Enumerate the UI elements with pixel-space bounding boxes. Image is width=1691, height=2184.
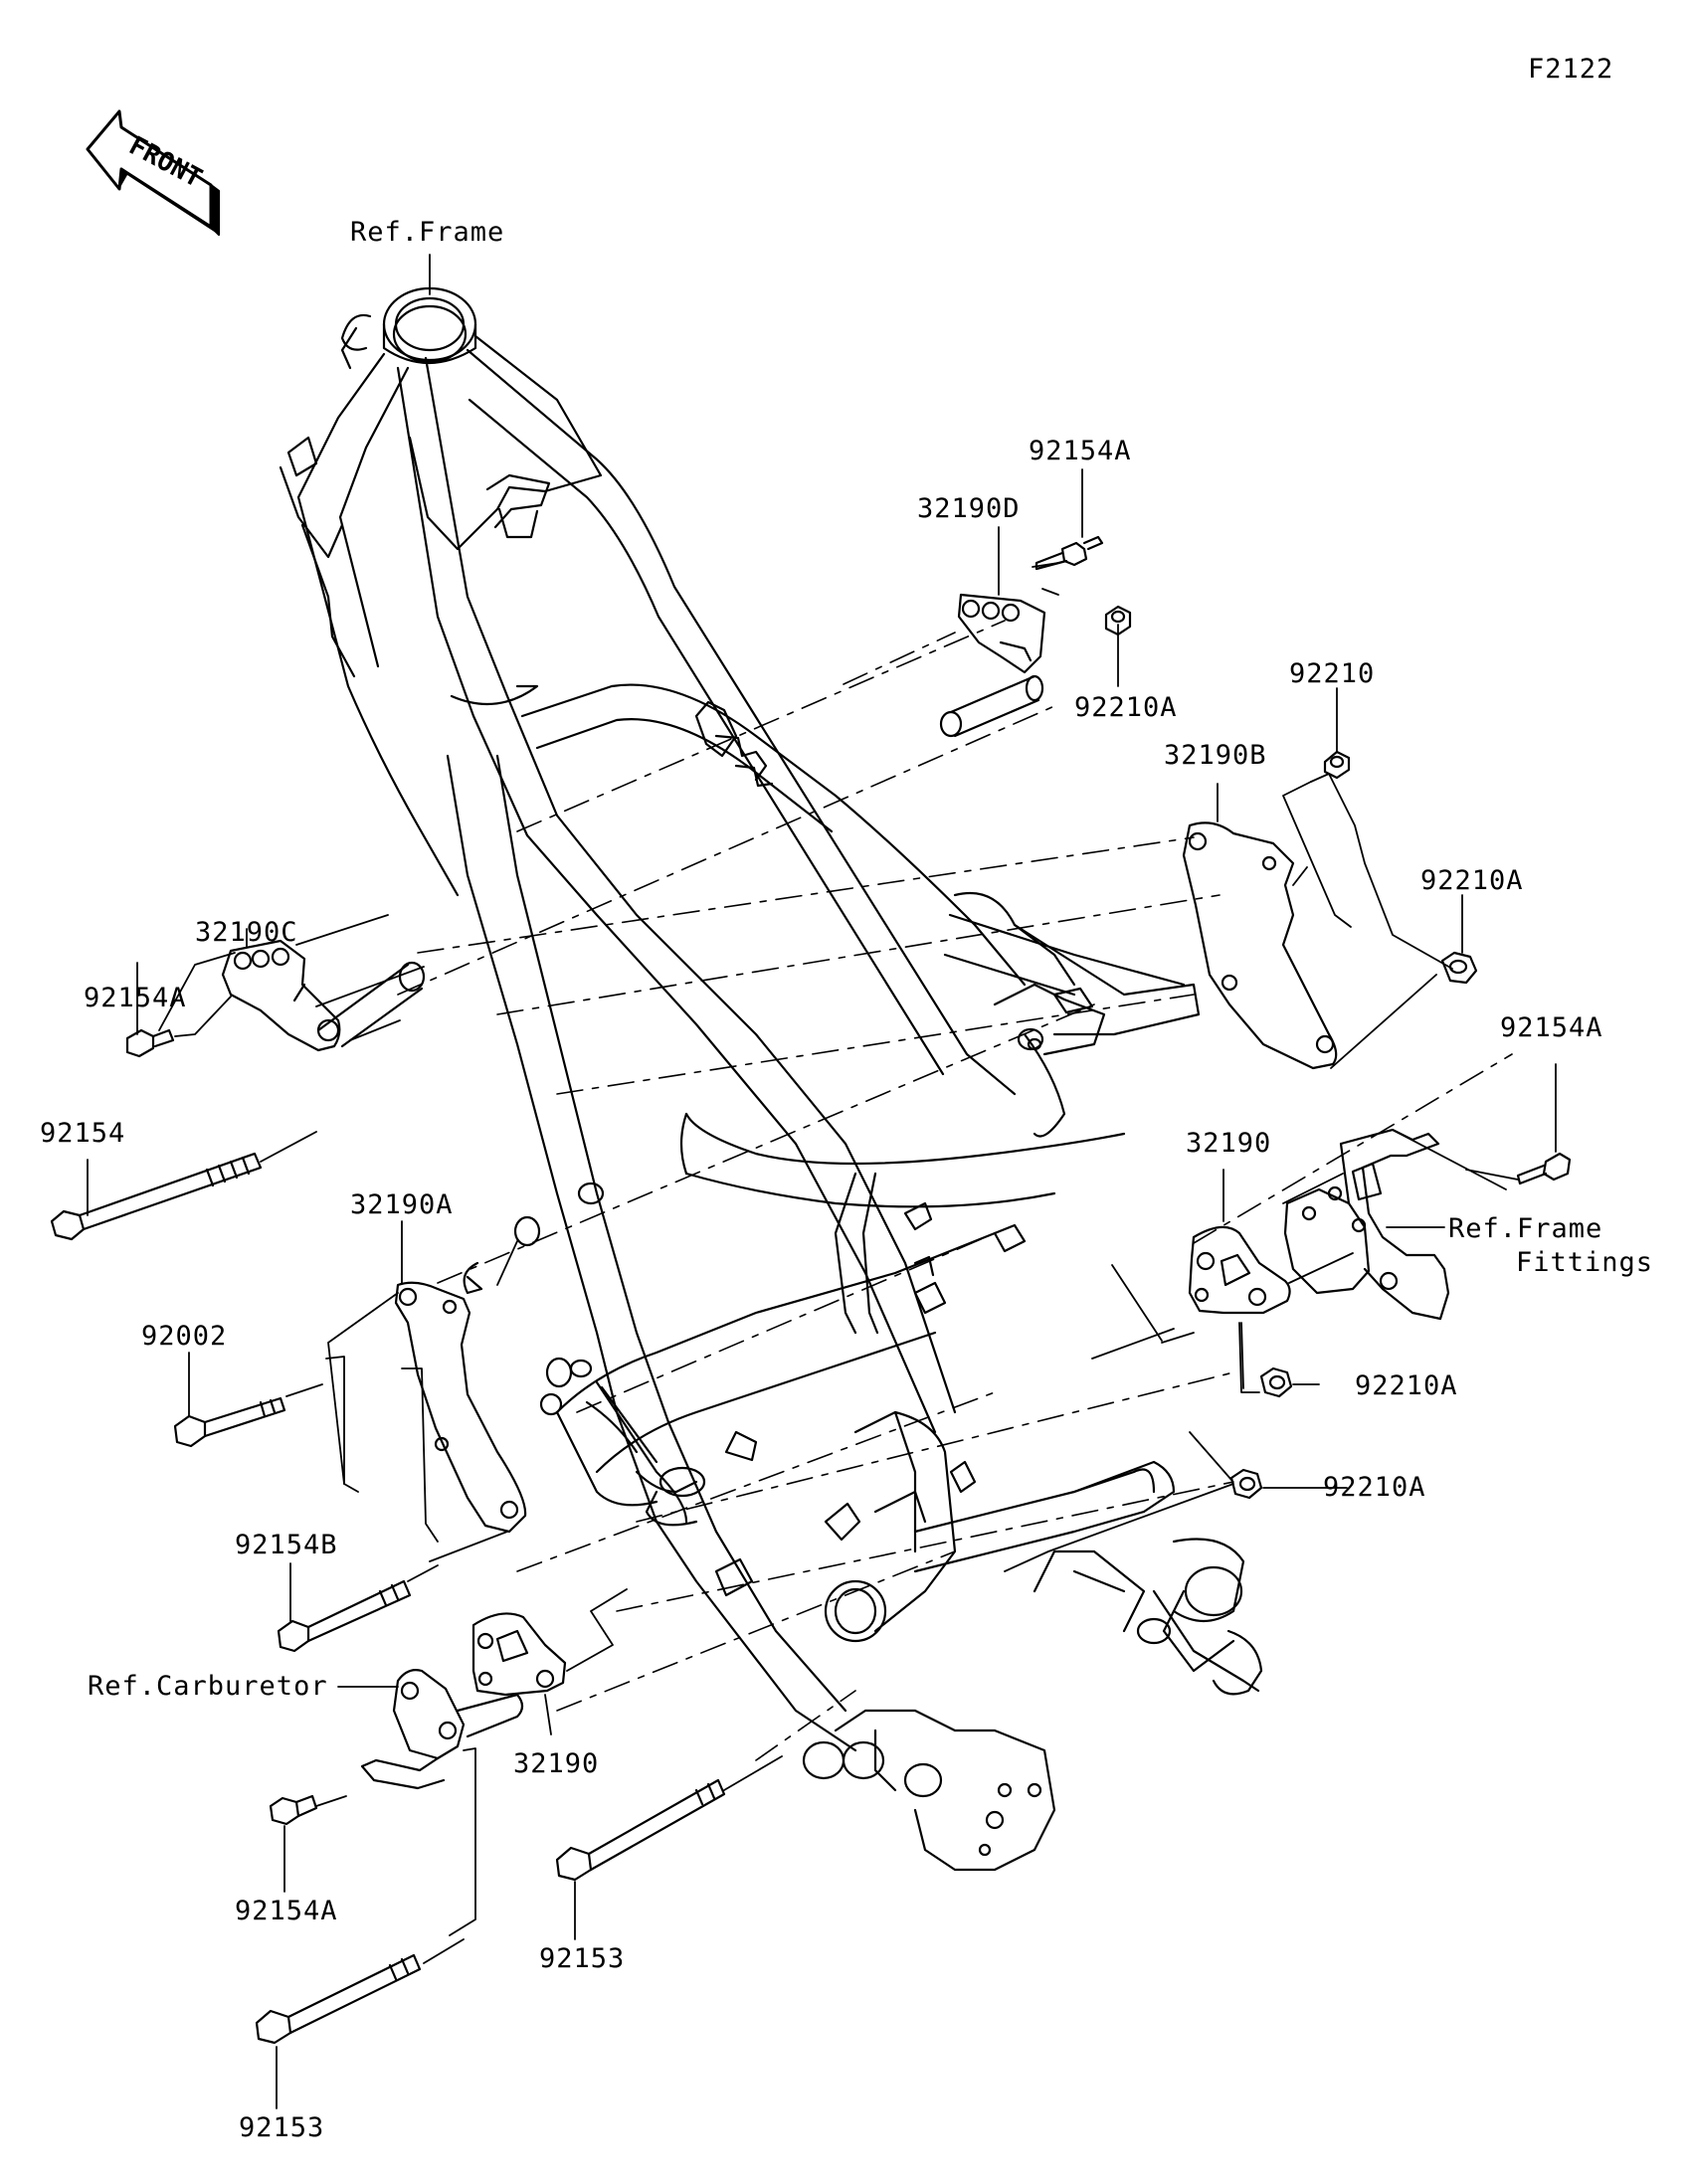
- bolt-92002: [173, 1396, 286, 1448]
- bolt-92154a-bottom: [269, 1794, 318, 1826]
- frame-fittings-bracket: [1283, 1128, 1450, 1321]
- label-92154a-top: 92154A: [1029, 436, 1132, 466]
- carburetor-bracket: [360, 1669, 524, 1790]
- label-92002: 92002: [141, 1321, 228, 1352]
- label-ref-frame: Ref.Frame: [350, 217, 505, 248]
- figure-id: F2122: [1528, 54, 1614, 85]
- collar-32190c: [316, 961, 426, 1048]
- label-92210a-right: 92210A: [1420, 865, 1524, 896]
- label-92154: 92154: [40, 1118, 126, 1149]
- label-32190a: 32190A: [350, 1189, 454, 1220]
- label-92154a-bottom: 92154A: [235, 1896, 338, 1926]
- label-92210a-top: 92210A: [1074, 692, 1178, 723]
- bolt-92154a-right: [1516, 1152, 1572, 1185]
- collar-32190a: [513, 1215, 573, 1416]
- label-92210: 92210: [1289, 658, 1376, 689]
- nut-92210a-low: [1229, 1468, 1263, 1500]
- bracket-32190b: [1182, 821, 1338, 1070]
- label-32190b: 32190B: [1164, 740, 1267, 771]
- main-frame: [279, 286, 1263, 1872]
- bolt-92153-bottom: [255, 1953, 422, 2045]
- nut-92210a-mid: [1259, 1366, 1293, 1398]
- nut-92210a-right: [1440, 951, 1478, 985]
- collar-32190d: [939, 674, 1044, 738]
- label-32190-right: 32190: [1186, 1128, 1272, 1159]
- label-92154a-left: 92154A: [84, 983, 187, 1013]
- bracket-32190-bottom: [471, 1612, 567, 1697]
- label-92210a-low: 92210A: [1355, 1370, 1458, 1401]
- nut-92210a-top: [1104, 605, 1132, 637]
- label-ref-frame-fittings-line2: Fittings: [1516, 1247, 1654, 1278]
- bolt-92154: [50, 1152, 263, 1241]
- leader-lines: [87, 254, 1557, 2109]
- label-92154b: 92154B: [235, 1530, 338, 1560]
- label-32190-bottom: 32190: [513, 1748, 600, 1779]
- bolt-92153-mid: [555, 1778, 726, 1882]
- bracket-32190c: [221, 939, 341, 1052]
- bolt-92154a-left: [125, 1028, 175, 1058]
- label-92154a-right: 92154A: [1500, 1012, 1603, 1043]
- label-92210a-mid: 92210A: [1323, 1472, 1426, 1503]
- label-92153-mid: 92153: [539, 1943, 626, 1974]
- bracket-32190a: [394, 1281, 527, 1534]
- label-32190d: 32190D: [917, 493, 1021, 524]
- label-ref-carburetor: Ref.Carburetor: [88, 1671, 328, 1702]
- label-32190c: 32190C: [195, 917, 298, 948]
- front-arrow-icon: FRONT: [86, 109, 221, 237]
- bracket-32190-right: [1188, 1225, 1291, 1315]
- bolt-92154b: [277, 1579, 412, 1653]
- label-92153-bottom: 92153: [239, 2112, 325, 2143]
- dashed-axis-lines: [397, 620, 1513, 1761]
- label-ref-frame-fittings-line1: Ref.Frame: [1448, 1213, 1603, 1244]
- bracket-32190d: [957, 593, 1046, 674]
